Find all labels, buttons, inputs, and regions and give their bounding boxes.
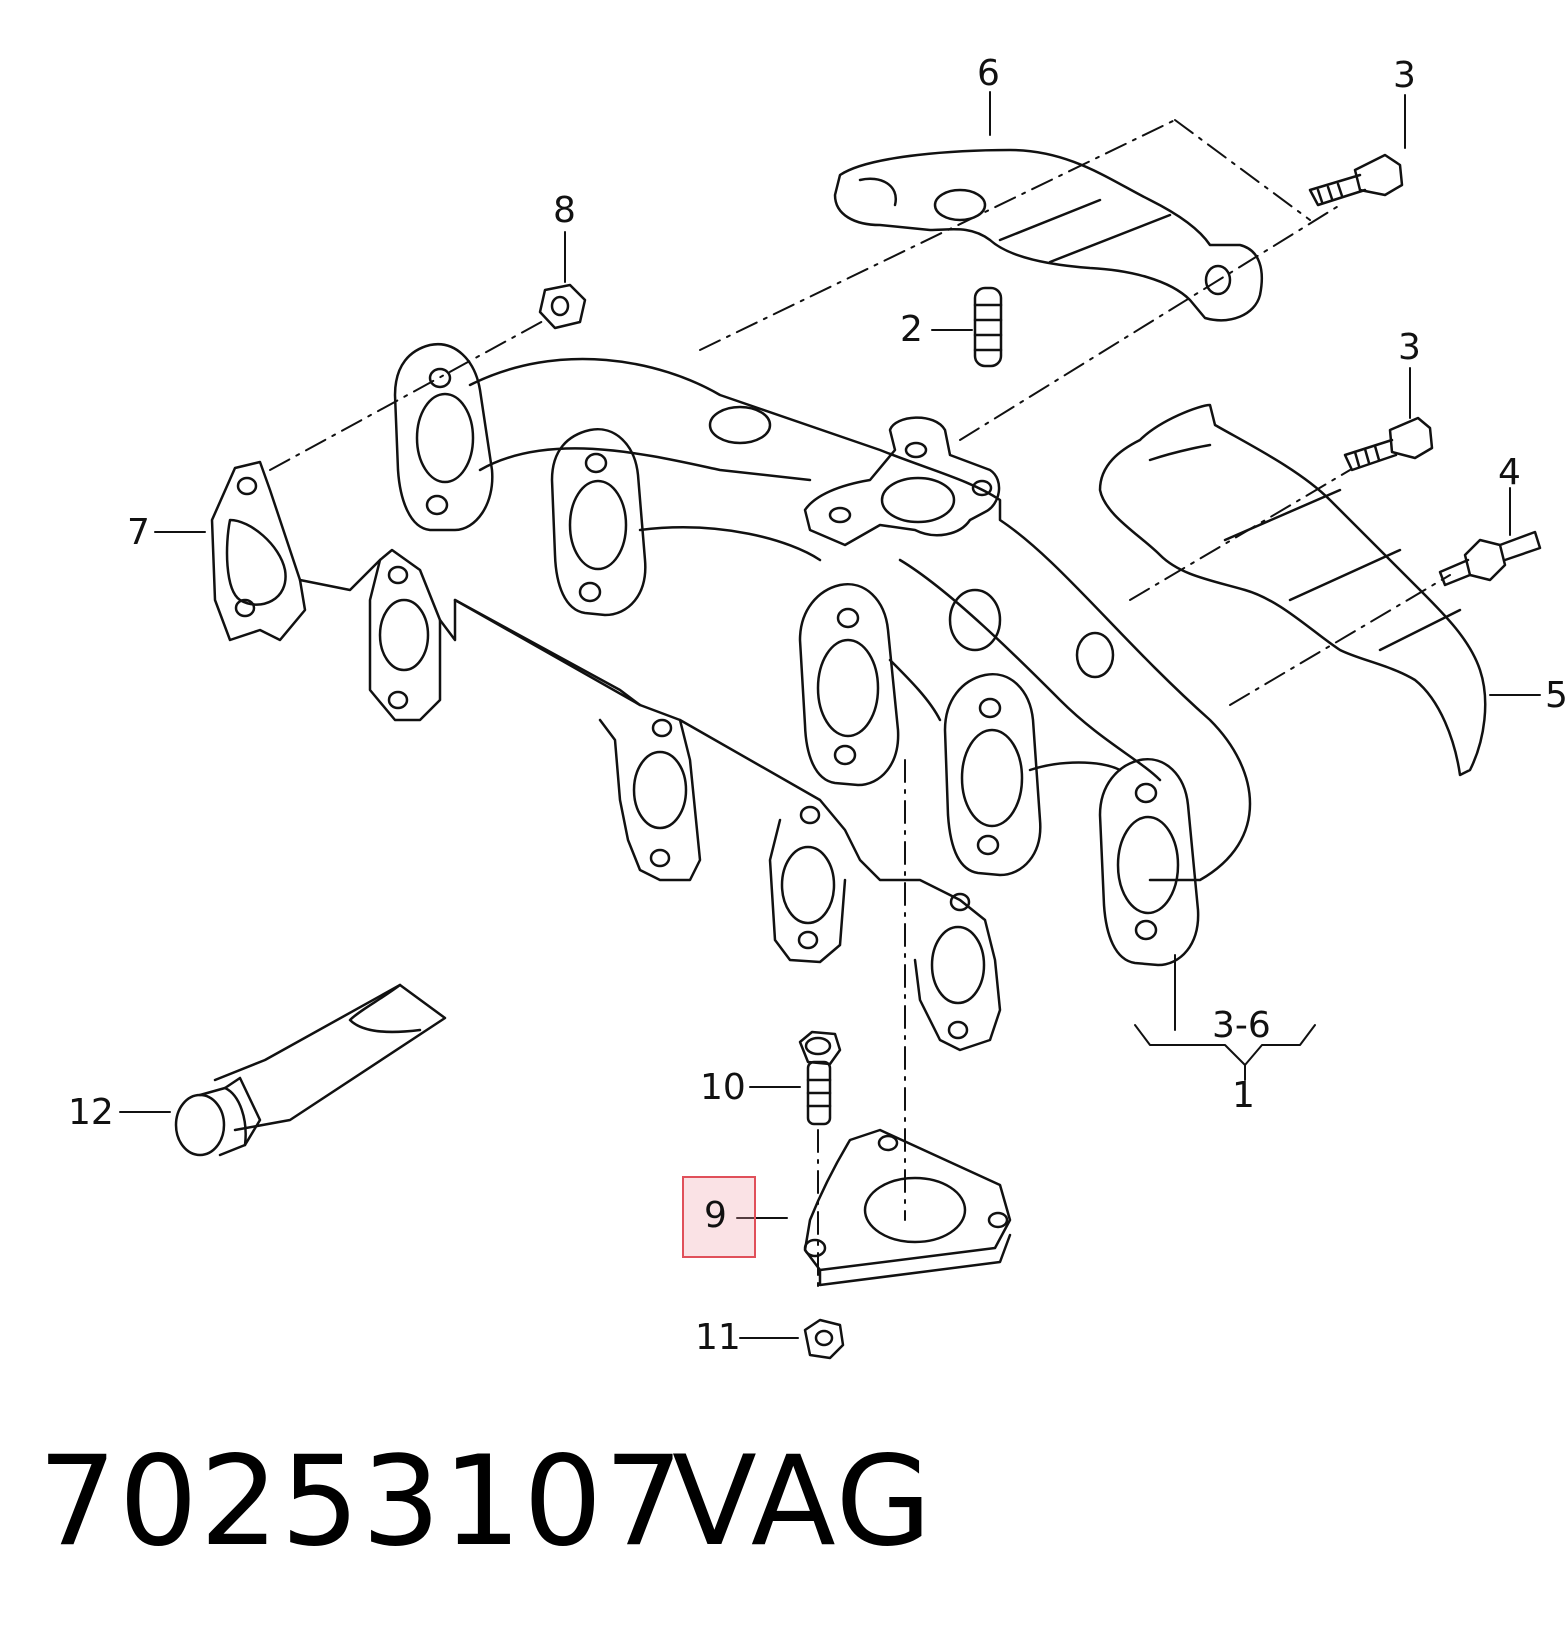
callout-7: 7 (127, 512, 150, 553)
alignment-lines (269, 119, 1451, 1291)
callout-9: 9 (704, 1195, 727, 1236)
callout-range: 3-6 (1212, 1005, 1271, 1046)
exhaust-manifold (468, 357, 1252, 882)
stud (1438, 530, 1542, 587)
brand-name: VAG (672, 1430, 934, 1574)
callout-10: 10 (700, 1067, 746, 1108)
callout-2: 2 (900, 309, 923, 350)
callout-5: 5 (1545, 675, 1568, 716)
bolt-lower (1343, 416, 1434, 472)
nut-lower (803, 1318, 845, 1360)
callout-3-lower: 3 (1398, 327, 1421, 368)
callout-8: 8 (553, 190, 576, 231)
manifold-flanges (393, 342, 1200, 967)
callout-6: 6 (977, 53, 1000, 94)
callout-11: 11 (695, 1317, 741, 1358)
manifold-gasket (210, 460, 1002, 1052)
callout-1: 1 (1232, 1075, 1255, 1116)
callout-12: 12 (68, 1092, 114, 1133)
flange-gasket (803, 1128, 1012, 1287)
sealant-tube (174, 983, 447, 1157)
heat-shield-upper (833, 148, 1264, 322)
callout-4: 4 (1498, 452, 1521, 493)
leader-lines (119, 91, 1541, 1339)
bolt-10 (798, 1030, 842, 1126)
part-number: 70253107 (38, 1430, 686, 1574)
heat-shield-lower (1098, 403, 1487, 777)
callout-3-upper: 3 (1393, 55, 1416, 96)
stud-2 (973, 286, 1003, 368)
highlighted-callout-box: 9 (682, 1176, 756, 1258)
nut-upper (538, 283, 587, 330)
bolt-upper (1308, 153, 1404, 207)
